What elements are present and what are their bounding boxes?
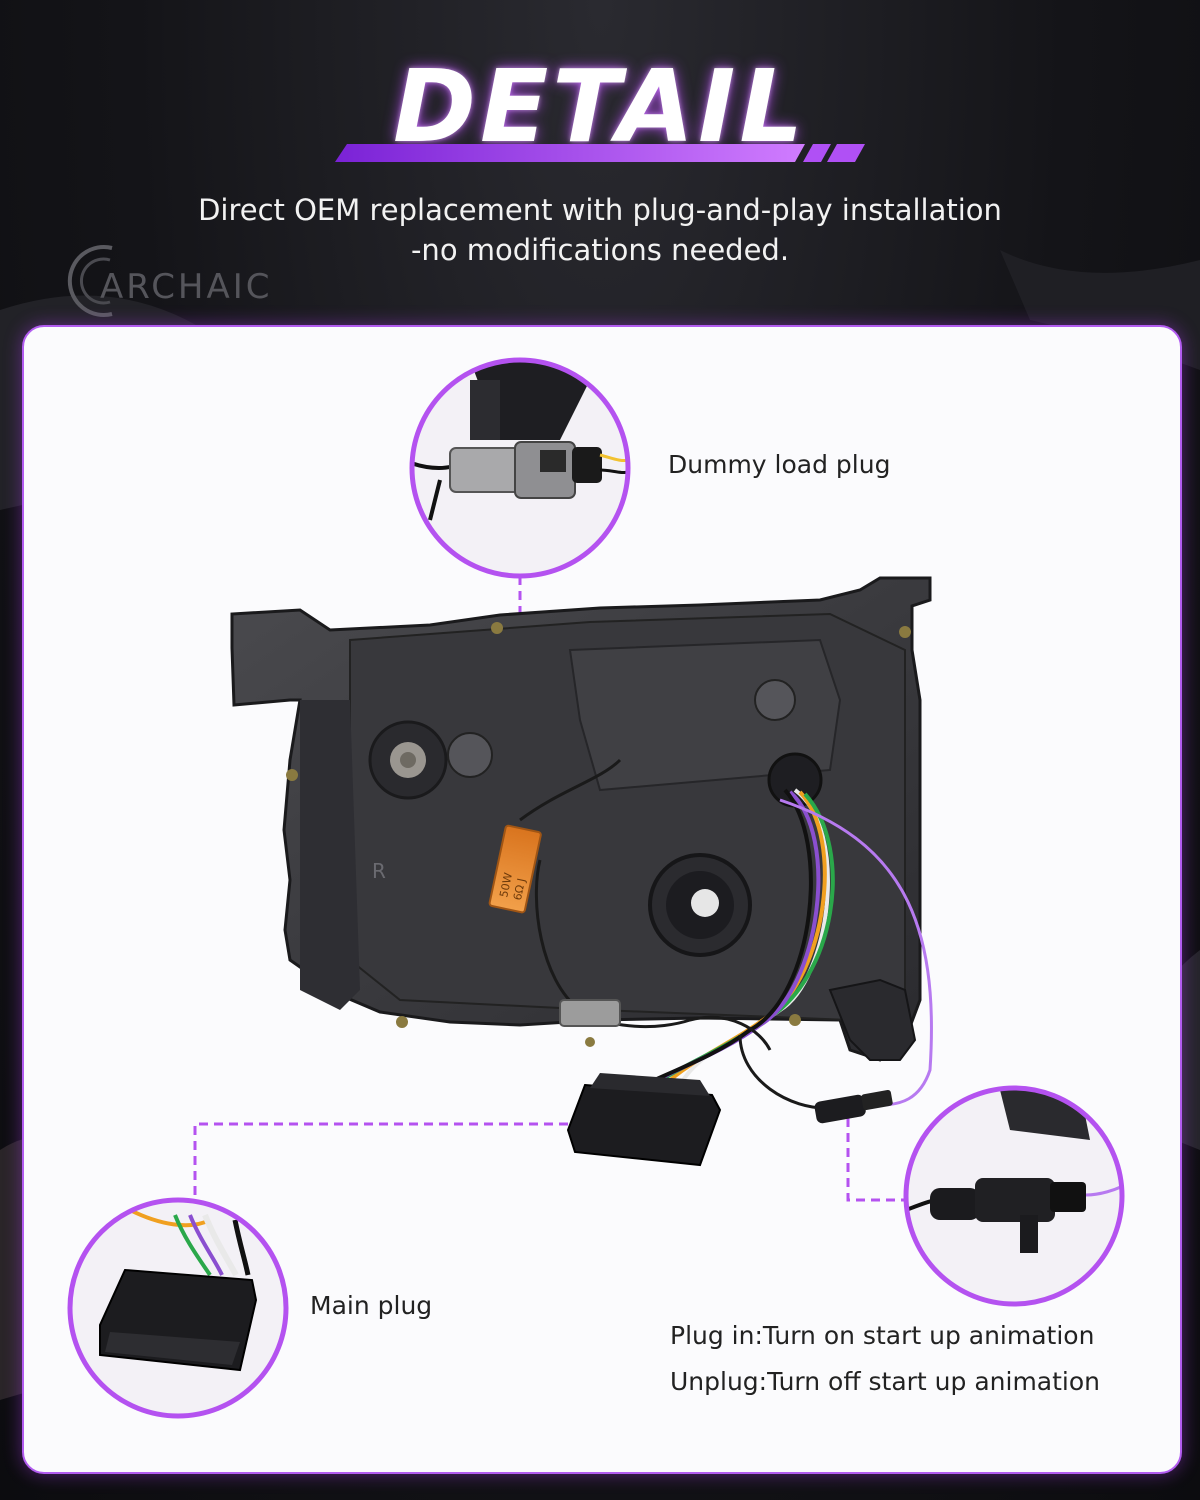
subtitle: Direct OEM replacement with plug-and-pla…	[0, 190, 1200, 270]
resistor-text-1: 50W	[497, 871, 515, 898]
page-title: DETAIL	[392, 48, 808, 165]
wire-harness	[519, 758, 933, 1110]
archaic-logo-watermark: ARCHAIC	[67, 245, 273, 317]
dummy-plug-zoom-circle	[409, 357, 631, 579]
plug-in-description: Plug in:Turn on start up animation	[670, 1321, 1095, 1350]
resistor-text-2: 6Ω J	[511, 877, 528, 901]
main-plug-connector	[566, 1073, 722, 1167]
dummy-load-plug-label: Dummy load plug	[668, 450, 891, 479]
headlight-housing: R	[230, 576, 932, 1062]
main-plug-label: Main plug	[310, 1291, 433, 1320]
main-leader-line	[193, 1122, 568, 1200]
subtitle-line-2: -no modifications needed.	[410, 233, 790, 267]
resistor-dummy-load: 50W 6Ω J	[488, 824, 542, 914]
watermark-text: ARCHAIC	[100, 267, 273, 307]
subtitle-line-1: Direct OEM replacement with plug-and-pla…	[198, 193, 1002, 227]
title-underline-bar	[335, 144, 865, 162]
side-marking-r: R	[372, 859, 386, 883]
unplug-description: Unplug:Turn off start up animation	[670, 1367, 1101, 1396]
animation-leader-line	[846, 1118, 906, 1202]
main-plug-zoom-circle	[67, 1197, 289, 1419]
animation-connector	[814, 1089, 893, 1124]
dummy-connector-on-housing	[559, 999, 621, 1027]
animation-plug-zoom-circle	[903, 1085, 1125, 1307]
mount-bracket	[828, 978, 917, 1061]
